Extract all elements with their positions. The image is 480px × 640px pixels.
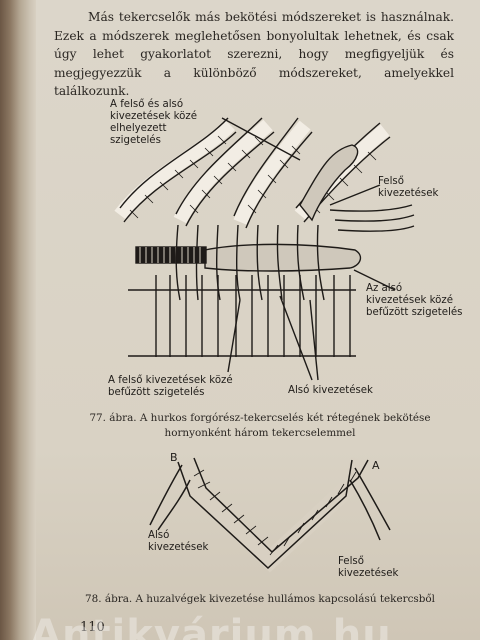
label-upper-leads: Felső kivezetések (378, 176, 439, 199)
label-lower-leads: Alsó kivezetések (288, 385, 373, 396)
watermark: Antikvárium.hu (30, 612, 392, 640)
label-top-left: A felső és alsó kivezetések közé elhelye… (110, 99, 198, 146)
page-number: 110 (80, 620, 105, 635)
label-lower-leads-78: Alsó kivezetések (148, 530, 209, 553)
label-upper-insulation: A felső kivezetések közé befűzött sziget… (108, 375, 233, 398)
label-upper-leads-78: Felső kivezetések (338, 556, 399, 579)
label-B: B (170, 451, 178, 464)
book-binding (0, 0, 36, 640)
book-page (36, 0, 480, 640)
label-A: A (372, 459, 380, 472)
figure-78-caption: 78. ábra. A huzalvégek kivezetése hullám… (85, 593, 435, 605)
body-paragraph: Más tekercselők más bekötési módszereket… (54, 10, 454, 98)
figure-77-caption: 77. ábra. A hurkos forgórész-tekercselés… (89, 412, 431, 439)
label-lower-insulation: Az alsó kivezetések közé befűzött sziget… (366, 283, 463, 318)
